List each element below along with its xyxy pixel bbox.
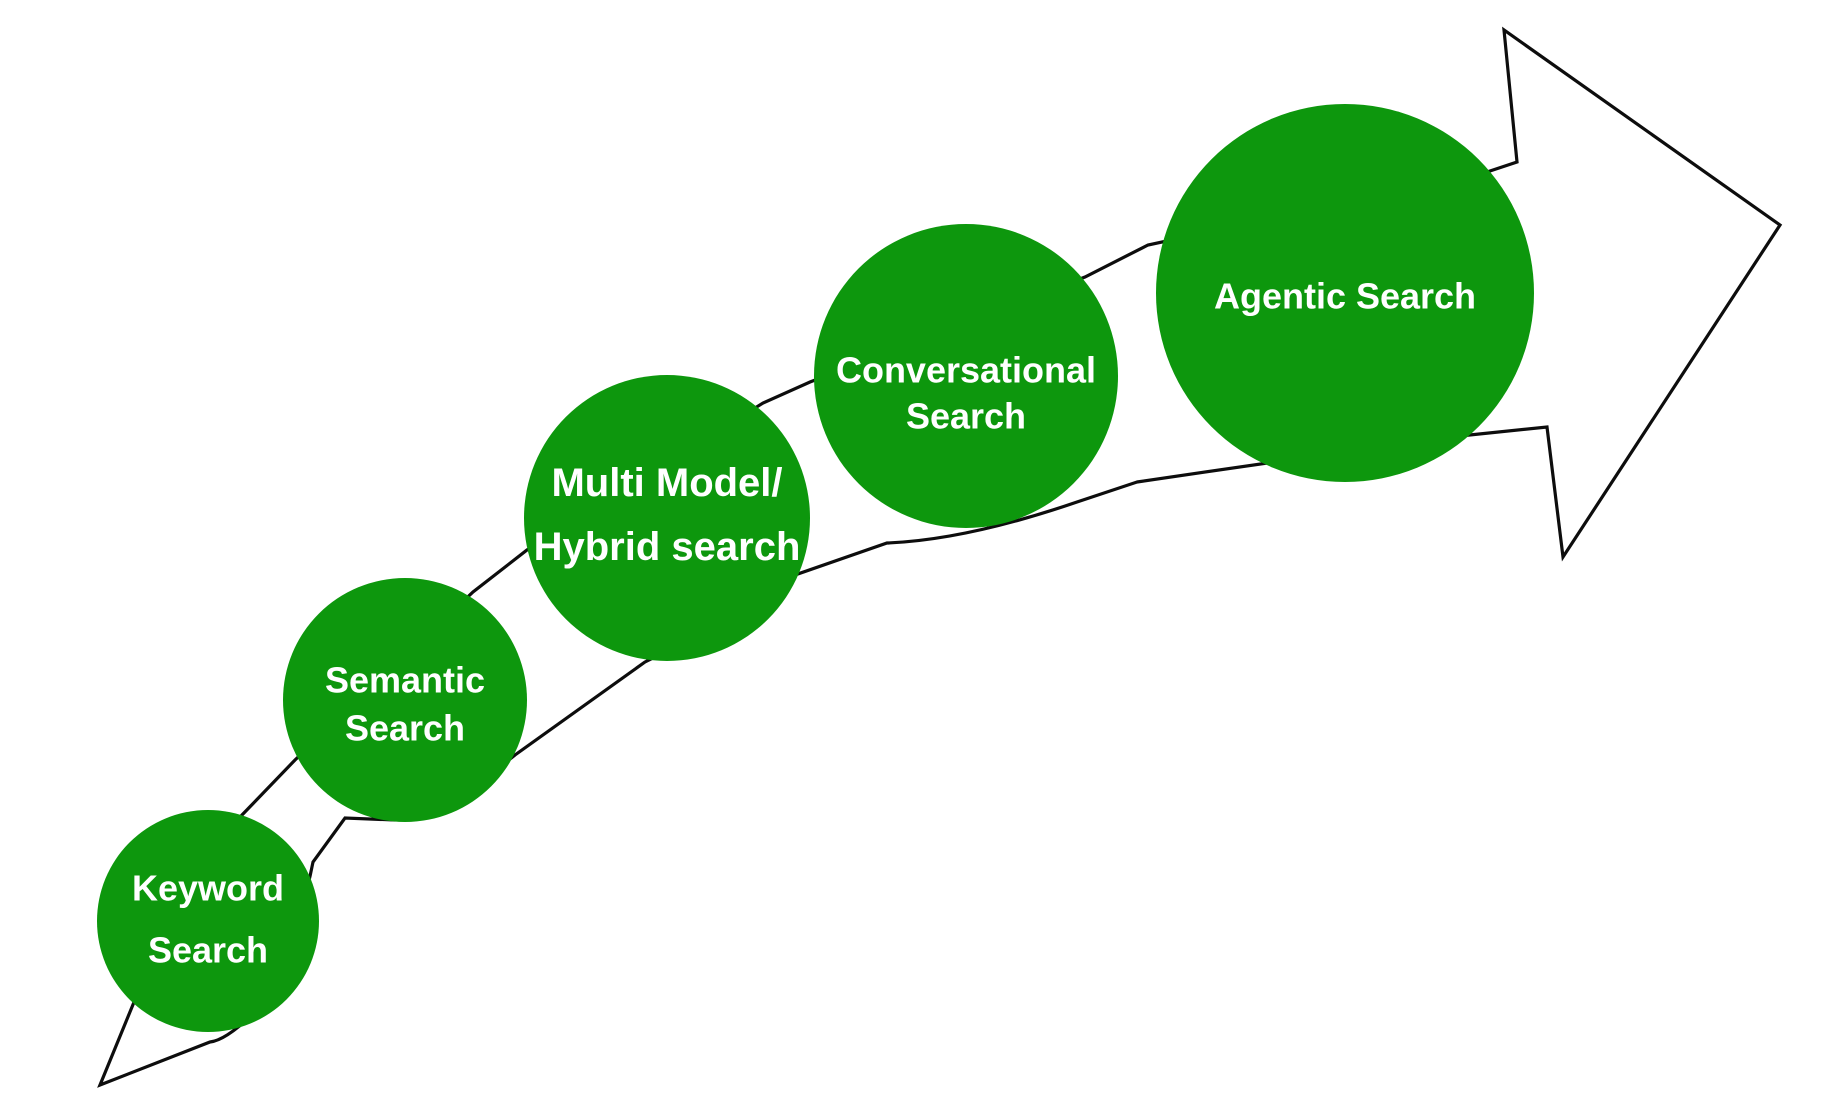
stage-label-semantic-line2: Search xyxy=(345,708,465,749)
stage-label-multi-model-line2: Hybrid search xyxy=(534,525,801,569)
stage-circle-semantic-search xyxy=(283,578,527,822)
stage-circle-agentic-search xyxy=(1156,104,1534,482)
stage-circle-keyword-search xyxy=(97,810,319,1032)
stage-circle-conversational-search xyxy=(814,224,1118,528)
stage-multi-model-hybrid-search: Multi Model/ Hybrid search xyxy=(524,375,810,661)
stage-label-semantic-line1: Semantic xyxy=(325,660,485,701)
stage-label-conversational-line2: Search xyxy=(906,396,1026,437)
stage-label-multi-model-line1: Multi Model/ xyxy=(551,461,782,505)
stage-keyword-search: Keyword Search xyxy=(97,810,319,1032)
stage-circle-multi-model-hybrid-search xyxy=(524,375,810,661)
growth-arrow xyxy=(97,26,1783,1088)
stage-agentic-search: Agentic Search xyxy=(1156,104,1534,482)
stage-conversational-search: Conversational Search xyxy=(814,224,1118,528)
stage-label-keyword-line1: Keyword xyxy=(132,868,284,909)
stage-label-keyword-line2: Search xyxy=(148,930,268,971)
stage-label-agentic-line1: Agentic Search xyxy=(1214,276,1476,317)
stage-label-conversational-line1: Conversational xyxy=(836,350,1096,391)
stage-semantic-search: Semantic Search xyxy=(283,578,527,822)
